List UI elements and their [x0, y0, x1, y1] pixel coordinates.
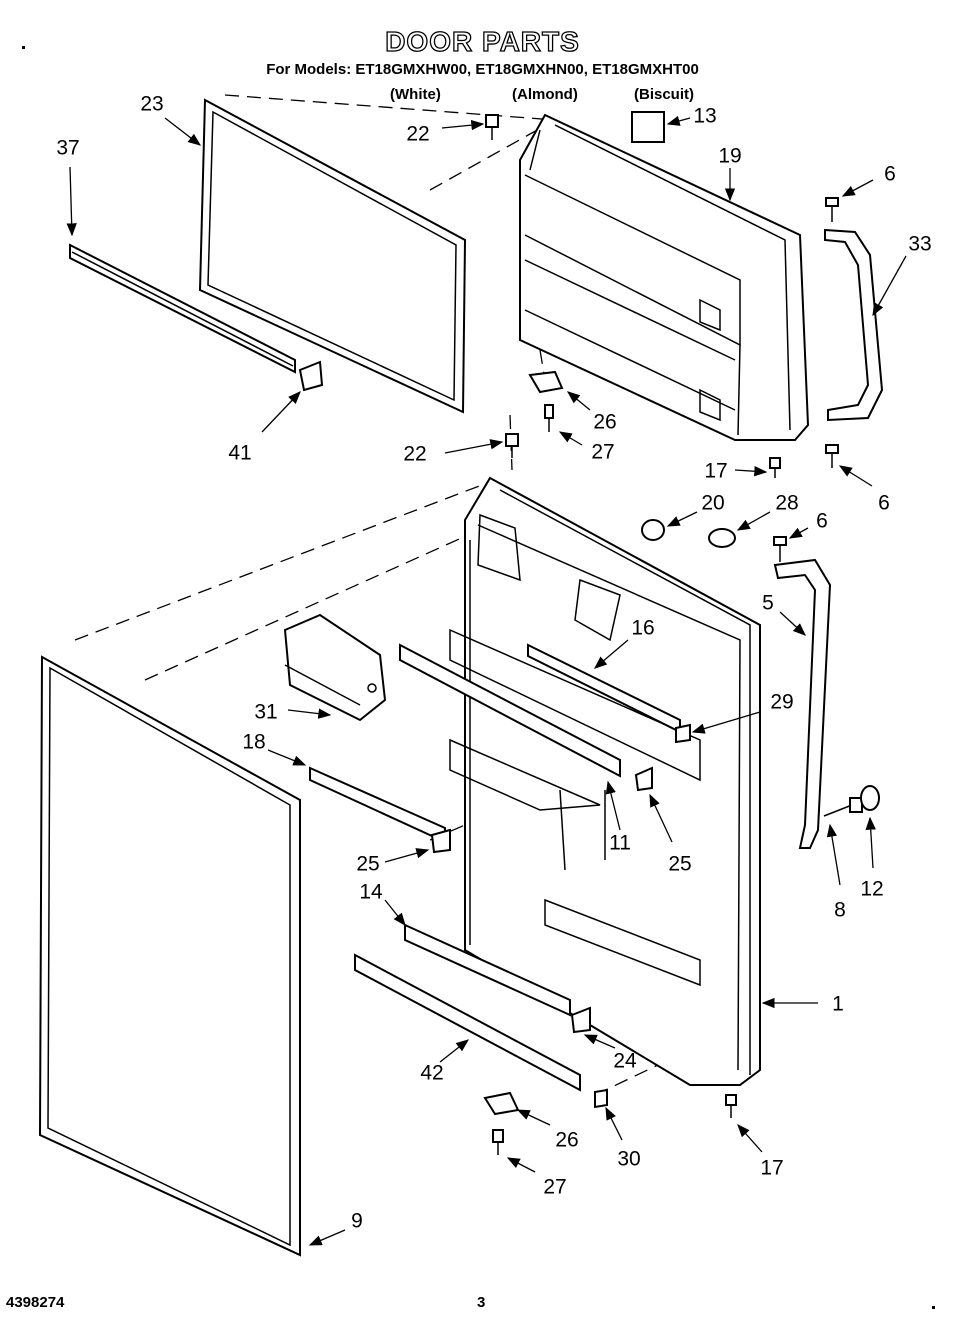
callout-18: 18	[242, 730, 266, 754]
callout-25-left: 25	[356, 852, 380, 876]
hole-plug-28	[708, 528, 736, 548]
fresh-food-door-gasket	[38, 655, 301, 1257]
freezer-door-gasket	[198, 98, 467, 414]
callout-17-lower: 17	[760, 1156, 784, 1180]
freezer-trim-strip	[69, 243, 296, 374]
callout-37: 37	[56, 136, 80, 160]
callout-22-upper: 22	[406, 122, 430, 146]
callout-6-a: 6	[884, 162, 896, 186]
door-shelf-bar-42	[354, 953, 581, 1092]
door-plug-upper	[485, 114, 499, 140]
callout-24: 24	[613, 1049, 637, 1073]
callout-16: 16	[631, 616, 655, 640]
end-caps	[430, 723, 691, 1109]
variant-biscuit: (Biscuit)	[634, 86, 694, 103]
fresh-food-hinge-bracket	[483, 1091, 520, 1155]
callout-13: 13	[693, 104, 717, 128]
page-title: DOOR PARTS	[385, 25, 580, 57]
callout-28: 28	[775, 491, 799, 515]
handle-pivot-screw	[823, 797, 863, 817]
callout-1: 1	[832, 992, 844, 1016]
callout-25-right: 25	[668, 852, 692, 876]
model-list: For Models: ET18GMXHW00, ET18GMXHN00, ET…	[266, 61, 699, 78]
callout-41: 41	[228, 441, 252, 465]
callout-42: 42	[420, 1061, 444, 1085]
leader-lines	[66, 115, 907, 1246]
corner-mark-top	[22, 46, 25, 49]
callout-26-upper: 26	[593, 410, 617, 434]
callout-29: 29	[770, 690, 794, 714]
door-plug-lower	[505, 433, 519, 458]
callout-27-upper: 27	[591, 440, 615, 464]
callout-6-b: 6	[878, 491, 890, 515]
callout-11: 11	[609, 831, 631, 855]
freezer-hinge-bracket	[528, 370, 564, 432]
page-number: 3	[477, 1294, 486, 1311]
freezer-door-handle	[824, 228, 884, 422]
dairy-compartment-door	[283, 613, 387, 722]
freezer-door-liner	[519, 113, 810, 441]
callout-12: 12	[860, 877, 884, 901]
door-stop-20	[641, 519, 665, 541]
callout-6-c: 6	[816, 509, 828, 533]
callout-17-upper: 17	[704, 459, 728, 483]
callout-31: 31	[254, 700, 278, 724]
freezer-trim-end-cap	[298, 360, 324, 392]
door-shelf-bar-18	[309, 766, 446, 844]
handle-spacer	[860, 785, 880, 811]
door-stop-screw-lower	[725, 1094, 737, 1118]
variant-almond: (Almond)	[512, 86, 578, 103]
door-shelf-bar-14	[404, 923, 571, 1017]
callout-22-lower: 22	[403, 442, 427, 466]
document-number: 4398274	[6, 1294, 65, 1311]
callout-30: 30	[617, 1147, 641, 1171]
callout-8: 8	[834, 898, 846, 922]
callout-20: 20	[701, 491, 725, 515]
callout-26-lower: 26	[555, 1128, 579, 1152]
corner-mark-bottom	[932, 1306, 935, 1309]
fresh-food-handle-screw	[773, 536, 787, 562]
callout-27-lower: 27	[543, 1175, 567, 1199]
callout-33: 33	[908, 232, 932, 256]
callout-19: 19	[718, 144, 742, 168]
callout-5: 5	[762, 591, 774, 615]
door-shelf-bar-11	[399, 643, 621, 778]
callout-9: 9	[351, 1209, 363, 1233]
callout-23: 23	[140, 92, 164, 116]
variant-white: (White)	[390, 86, 441, 103]
fresh-food-door-liner	[449, 476, 761, 1086]
handle-screw-bottom	[825, 444, 839, 468]
fresh-food-door-handle	[773, 558, 832, 849]
door-stop-screw-upper	[769, 457, 781, 478]
callout-14: 14	[359, 880, 383, 904]
handle-screw-top	[825, 197, 839, 222]
model-label-sticker	[631, 111, 665, 143]
